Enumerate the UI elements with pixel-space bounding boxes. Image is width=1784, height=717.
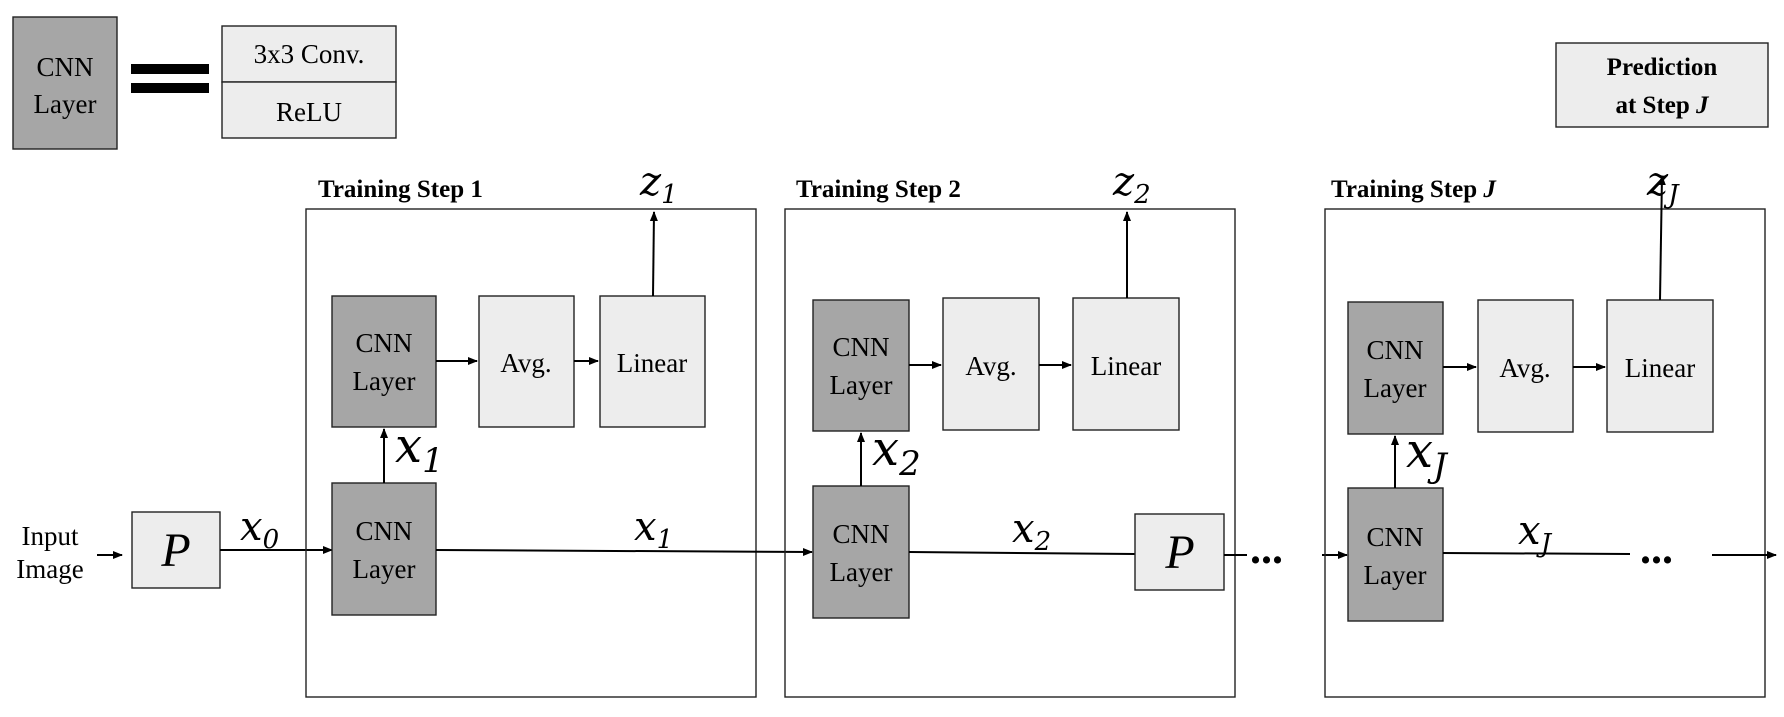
training-step-1: Training Step 1 CNN Layer Avg. Linear z1… xyxy=(305,159,813,698)
legend-cnn-layer-box xyxy=(12,16,118,150)
step1-cnn-top-line1: CNN xyxy=(355,328,412,358)
input-label-line1: Input xyxy=(22,521,79,551)
step2-x-right-label: x2 xyxy=(1012,506,1051,557)
pool-box-2 xyxy=(1134,513,1225,591)
pool-box-1 xyxy=(131,511,221,589)
step2-x-up-label: x2 xyxy=(872,421,921,484)
stepJ-cnn-top xyxy=(1347,301,1444,435)
step1-cnn-top xyxy=(331,295,437,428)
stepJ-cnn-bottom xyxy=(1347,487,1444,622)
step1-frame xyxy=(305,208,757,698)
training-step-2: Training Step 2 CNN Layer Avg. Linear z2… xyxy=(784,159,1236,698)
step2-avg-box xyxy=(942,297,1040,431)
legend-conv-label: 3x3 Conv. xyxy=(254,39,365,69)
stepJ-x-up-label: xJ xyxy=(1406,423,1449,486)
legend-conv-box xyxy=(221,25,397,83)
step2-avg-label: Avg. xyxy=(965,351,1016,381)
ellipsis-2: ... xyxy=(1640,524,1673,573)
prediction-box: Prediction at Step J xyxy=(1555,42,1769,128)
step1-x-right-label: x1 xyxy=(634,504,673,555)
step1-arrow-linear-z xyxy=(649,211,658,297)
step1-avg-label: Avg. xyxy=(500,348,551,378)
legend-relu-box xyxy=(221,81,397,139)
step2-cnn-top-line2: Layer xyxy=(830,370,893,400)
stepJ-cnn-bottom-line2: Layer xyxy=(1364,560,1427,590)
legend-relu-label: ReLU xyxy=(276,97,342,127)
step1-cnn-bottom-line2: Layer xyxy=(353,554,416,584)
stepJ-linear-label: Linear xyxy=(1625,353,1695,383)
step2-cnn-bottom xyxy=(812,485,910,619)
step1-avg-box xyxy=(478,295,575,428)
step1-linear-box xyxy=(599,295,706,428)
step2-z-label: z2 xyxy=(1112,159,1151,210)
stepJ-cnn-bottom-line1: CNN xyxy=(1366,522,1423,552)
stepJ-title: Training Step J xyxy=(1331,176,1497,203)
step2-cnn-bottom-line2: Layer xyxy=(830,557,893,587)
step2-line-to-pool xyxy=(908,551,1136,555)
stepJ-x-right-label: xJ xyxy=(1518,508,1553,559)
step2-linear-label: Linear xyxy=(1091,351,1161,381)
step1-cnn-bottom xyxy=(331,482,437,616)
stepJ-line-out xyxy=(1442,552,1631,555)
pool-label-1: P xyxy=(160,524,190,577)
stepJ-arrow-linear-z xyxy=(1657,175,1666,301)
prediction-line2: at Step J xyxy=(1615,92,1710,119)
stepJ-avg-label: Avg. xyxy=(1499,353,1550,383)
input-label-line2: Image xyxy=(16,554,83,584)
x0-label: x0 xyxy=(240,504,279,555)
step1-cnn-bottom-line1: CNN xyxy=(355,516,412,546)
step1-title: Training Step 1 xyxy=(318,176,483,203)
legend-cnn-line1: CNN xyxy=(36,52,93,82)
step1-cnn-top-line2: Layer xyxy=(353,366,416,396)
step2-cnn-top-line1: CNN xyxy=(832,332,889,362)
step2-cnn-bottom-line1: CNN xyxy=(832,519,889,549)
step1-z-label: z1 xyxy=(639,159,678,210)
step2-linear-box xyxy=(1072,297,1180,431)
legend-cnn-line2: Layer xyxy=(34,89,97,119)
stepJ-z-label: zJ xyxy=(1646,159,1680,210)
prediction-line1: Prediction xyxy=(1607,54,1718,81)
training-step-j: Training Step J CNN Layer Avg. Linear zJ… xyxy=(1324,159,1766,698)
stepJ-linear-box xyxy=(1606,299,1714,433)
legend-equals-bar-bottom xyxy=(131,83,209,93)
step1-arrow-to-step2 xyxy=(435,547,813,556)
step2-title: Training Step 2 xyxy=(796,176,961,203)
step2-frame xyxy=(784,208,1236,698)
step1-linear-label: Linear xyxy=(617,348,687,378)
legend-equals-bar-top xyxy=(131,64,209,74)
step2-cnn-top xyxy=(812,299,910,432)
stepJ-cnn-top-line1: CNN xyxy=(1366,335,1423,365)
ellipsis-1: ... xyxy=(1250,524,1283,573)
stepJ-cnn-top-line2: Layer xyxy=(1364,373,1427,403)
prediction-rect xyxy=(1555,42,1769,128)
stepJ-avg-box xyxy=(1477,299,1574,433)
legend: CNN Layer 3x3 Conv. ReLU xyxy=(12,16,397,150)
stepJ-frame xyxy=(1324,208,1766,698)
pool-label-2: P xyxy=(1164,526,1194,579)
step1-x-up-label: x1 xyxy=(395,418,444,481)
